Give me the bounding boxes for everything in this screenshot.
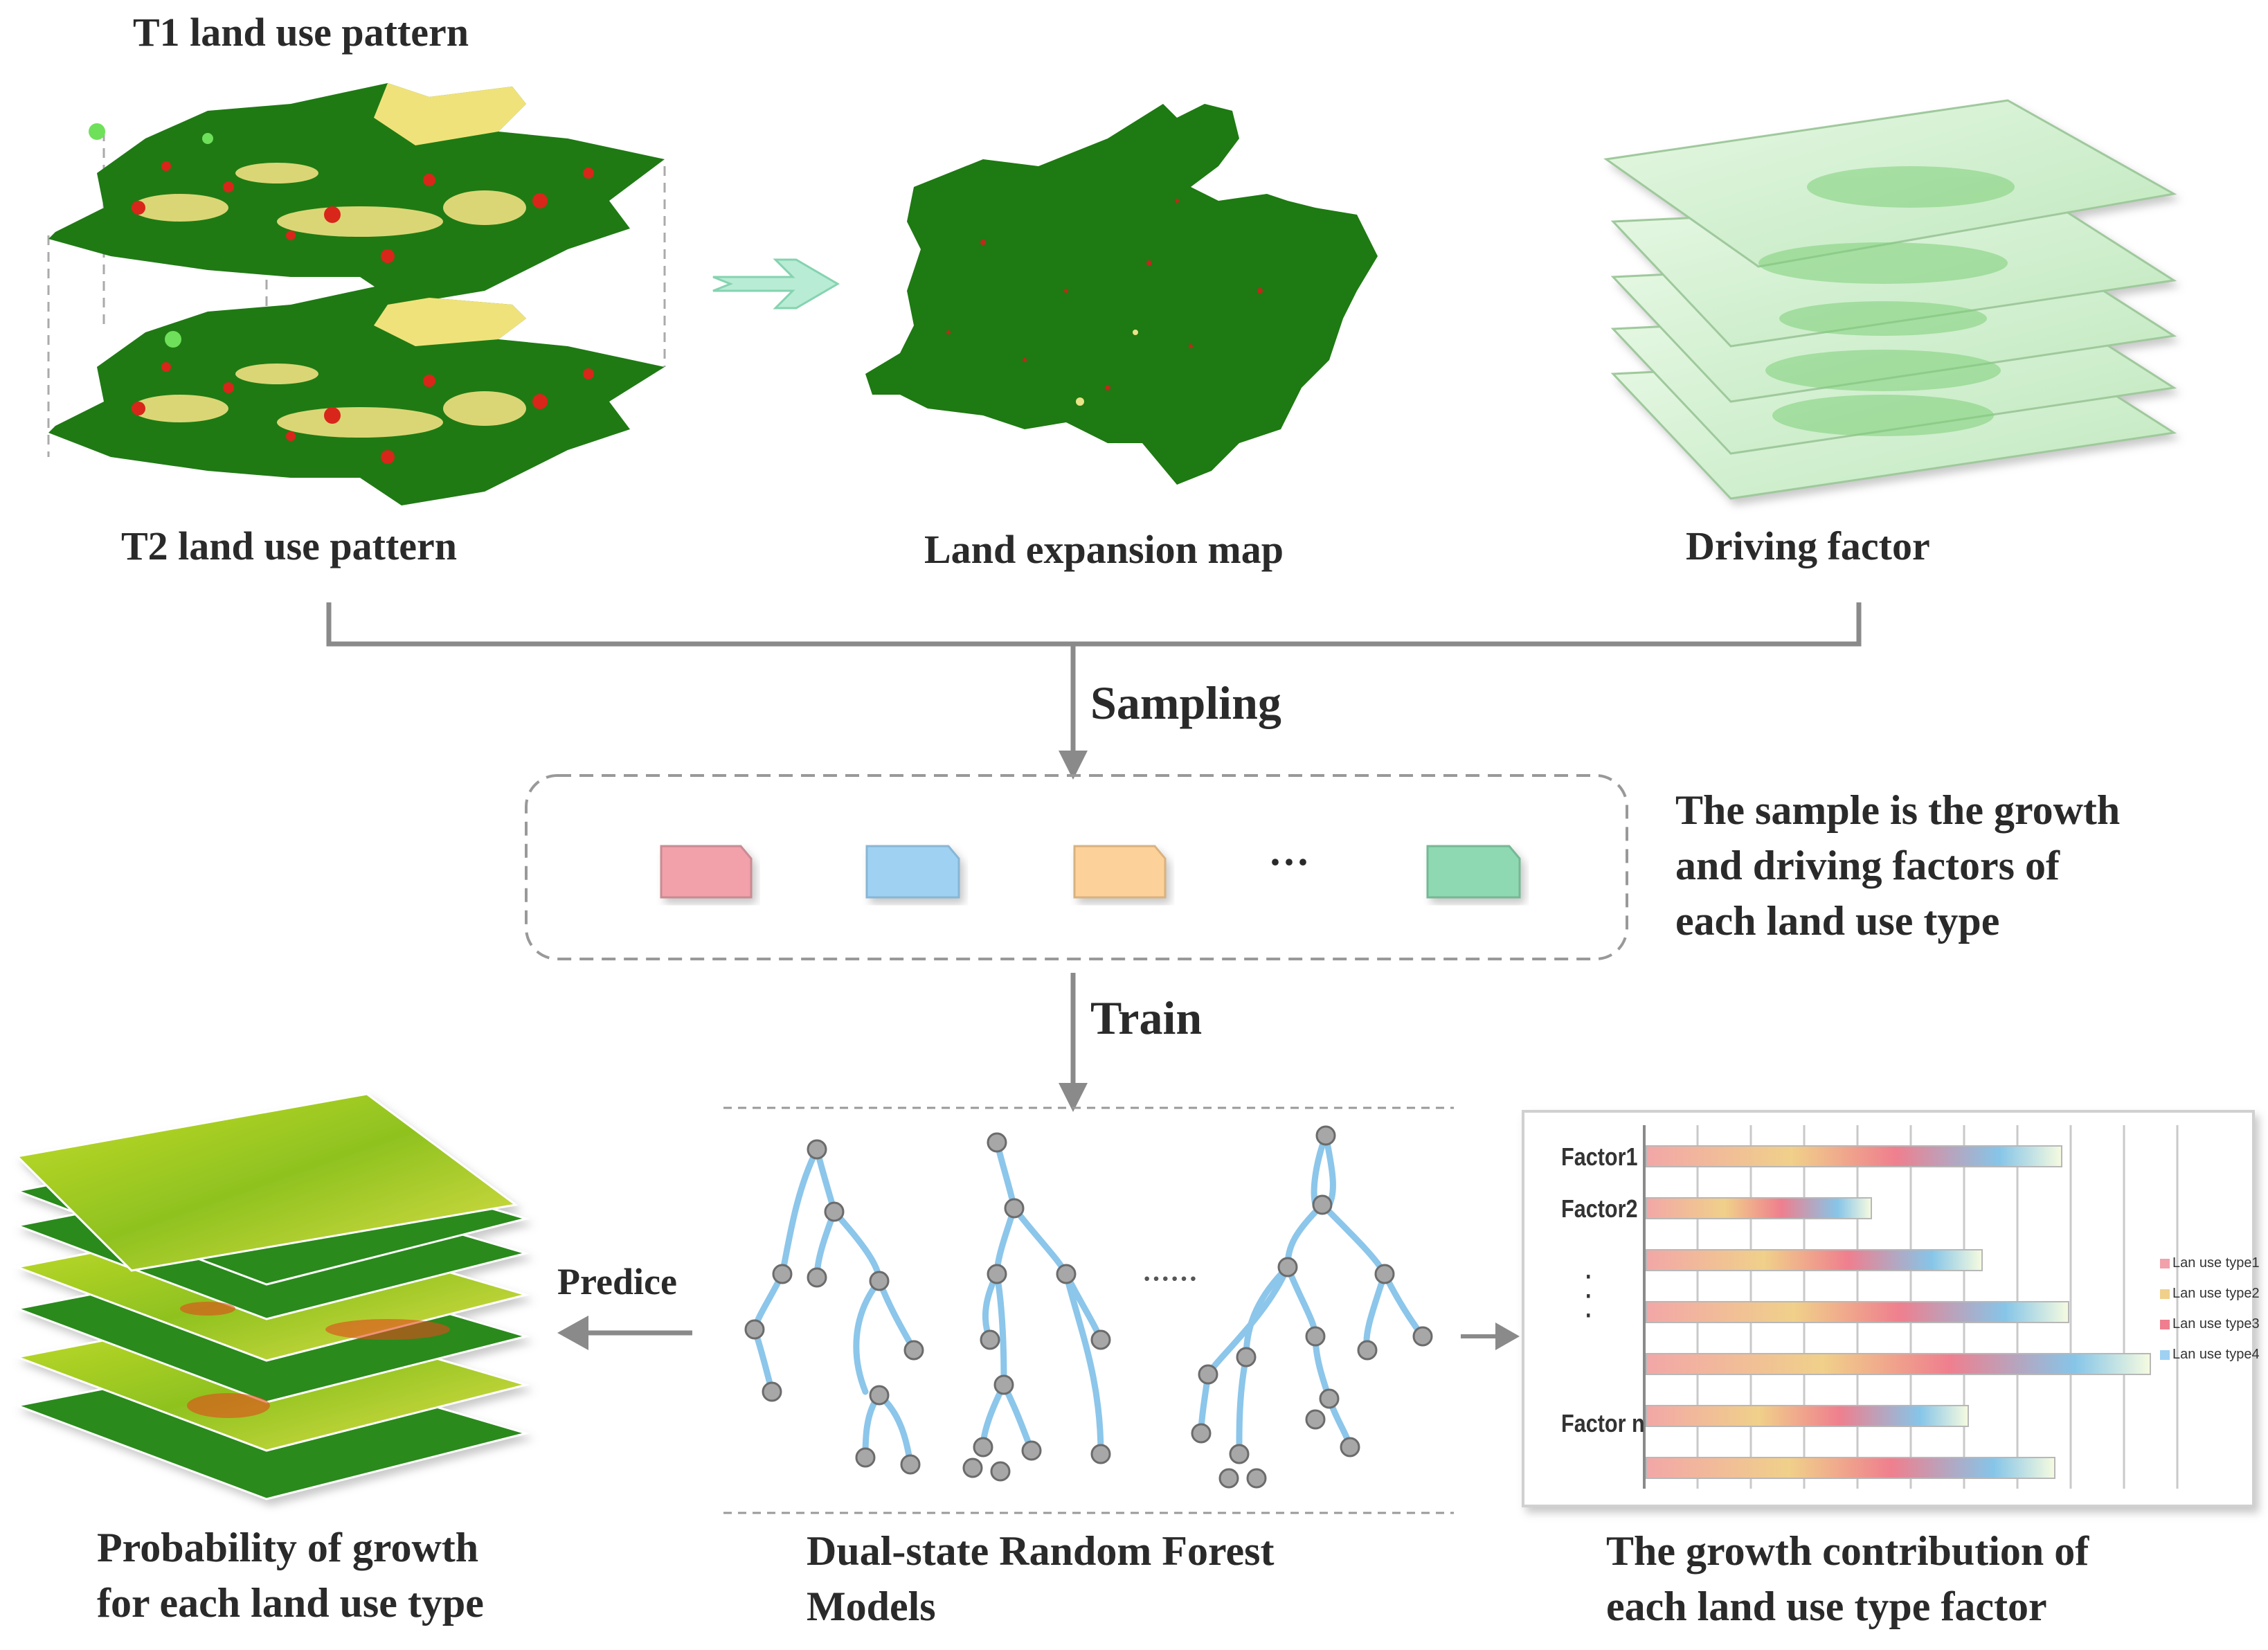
driving-factor-label: Driving factor	[1686, 523, 1930, 568]
tree-3	[1198, 1132, 1426, 1451]
forest-caption-line-1: Dual-state Random Forest	[807, 1528, 1275, 1574]
t1-t2-map-stack	[47, 83, 666, 505]
t1-land-use-map	[48, 83, 665, 305]
sample-note-line-1: The sample is the growth	[1675, 787, 2121, 833]
sample-note-line-3: each land use type	[1675, 898, 2000, 944]
train-label: Train	[1090, 992, 1203, 1044]
t1-label: T1 land use pattern	[133, 10, 469, 55]
sample-chip-orange	[1073, 845, 1167, 899]
probability-caption: Probability of growth for each land use …	[97, 1520, 484, 1631]
factor-vertical-dots: · · ·	[1585, 1262, 1593, 1329]
contribution-caption: The growth contribution of each land use…	[1606, 1523, 2089, 1634]
probability-layer-stack	[13, 1093, 530, 1500]
t2-label: T2 land use pattern	[121, 523, 458, 568]
contribution-caption-line-1: The growth contribution of	[1606, 1528, 2089, 1574]
sample-ellipsis: ···	[1268, 839, 1311, 885]
probability-caption-line-1: Probability of growth	[97, 1525, 479, 1570]
tree-2	[980, 1139, 1104, 1458]
factor-label-n: Factor n	[1561, 1409, 1645, 1437]
tree-nodes	[744, 1125, 1433, 1489]
legend-type-1: Lan use type1	[2172, 1255, 2260, 1271]
predict-arrow	[557, 1316, 692, 1350]
forest-ellipsis: ······	[1142, 1263, 1198, 1294]
right-arrow-icon	[712, 258, 840, 310]
contribution-caption-line-2: each land use type factor	[1606, 1584, 2047, 1629]
forest-caption: Dual-state Random Forest Models	[807, 1523, 1275, 1634]
probability-caption-line-2: for each land use type	[97, 1580, 484, 1626]
probability-hotspots	[180, 1302, 450, 1418]
factor-label-1: Factor1	[1561, 1142, 1638, 1171]
sample-chip-blue	[865, 845, 960, 899]
legend-type-3: Lan use type3	[2172, 1316, 2260, 1331]
sampling-label: Sampling	[1090, 676, 1281, 729]
sample-chip-red	[660, 845, 753, 899]
predict-label: Predice	[557, 1261, 677, 1302]
factor-label-2: Factor2	[1561, 1194, 1638, 1223]
sample-box	[525, 774, 1628, 960]
land-expansion-map	[865, 104, 1378, 485]
legend-type-4: Lan use type4	[2172, 1347, 2260, 1362]
t2-land-use-map	[48, 284, 665, 505]
sample-note-line-2: and driving factors of	[1675, 843, 2060, 888]
tree-1	[751, 1146, 917, 1468]
land-expansion-label: Land expansion map	[924, 527, 1284, 572]
chart-legend	[2160, 1259, 2170, 1360]
driving-factor-stack	[1603, 99, 2177, 500]
contribution-chart	[1522, 1110, 2255, 1507]
forest-caption-line-2: Models	[807, 1584, 936, 1629]
to-chart-arrow	[1461, 1322, 1520, 1350]
sample-chip-green	[1426, 845, 1521, 899]
legend-type-2: Lan use type2	[2172, 1286, 2260, 1301]
sample-note: The sample is the growth and driving fac…	[1675, 782, 2120, 949]
forest-frame	[723, 1106, 1454, 1514]
contribution-bars	[1646, 1145, 2151, 1479]
sampling-connector	[326, 602, 1862, 780]
